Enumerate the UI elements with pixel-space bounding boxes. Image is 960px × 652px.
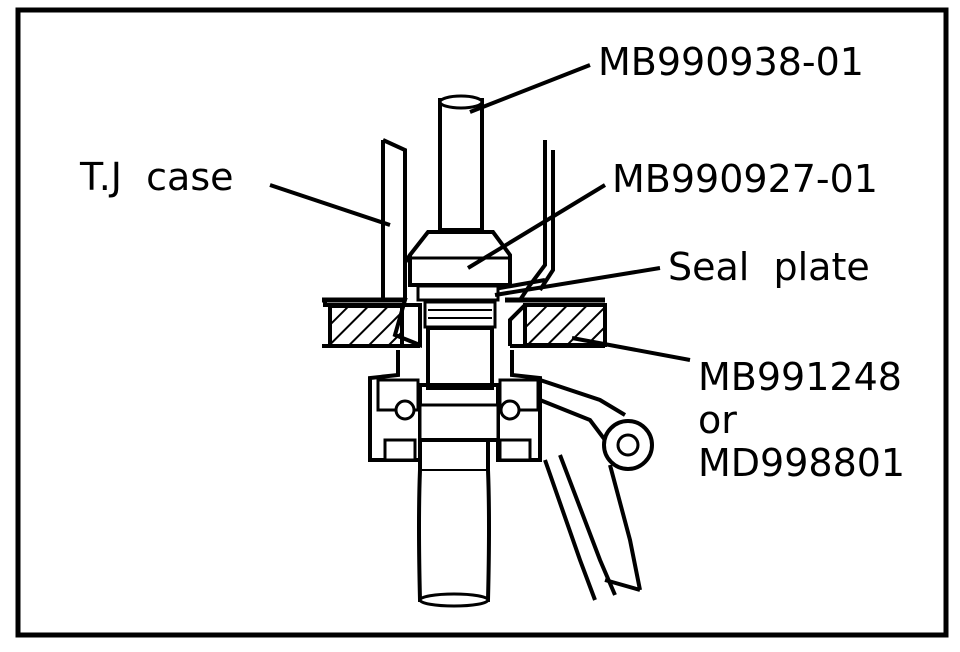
installer-adapter-tool bbox=[408, 230, 512, 287]
diagram-frame bbox=[15, 7, 949, 638]
seal-plate-part bbox=[416, 284, 500, 329]
label-tj-case: T.J case bbox=[79, 155, 234, 199]
label-mb990938: MB990938-01 bbox=[598, 40, 864, 84]
knuckle-arm bbox=[539, 378, 654, 601]
label-md998801: MD998801 bbox=[698, 441, 905, 485]
housing-section bbox=[322, 297, 607, 348]
label-seal-plate: Seal plate bbox=[668, 245, 870, 289]
drive-shaft bbox=[417, 326, 494, 608]
label-mb990927: MB990927-01 bbox=[612, 157, 878, 201]
push-rod-tool bbox=[438, 94, 484, 232]
label-or: or bbox=[698, 398, 737, 442]
leader-lines bbox=[269, 63, 691, 362]
label-mb991248: MB991248 bbox=[698, 355, 902, 399]
bearing-support-tool bbox=[368, 350, 542, 462]
